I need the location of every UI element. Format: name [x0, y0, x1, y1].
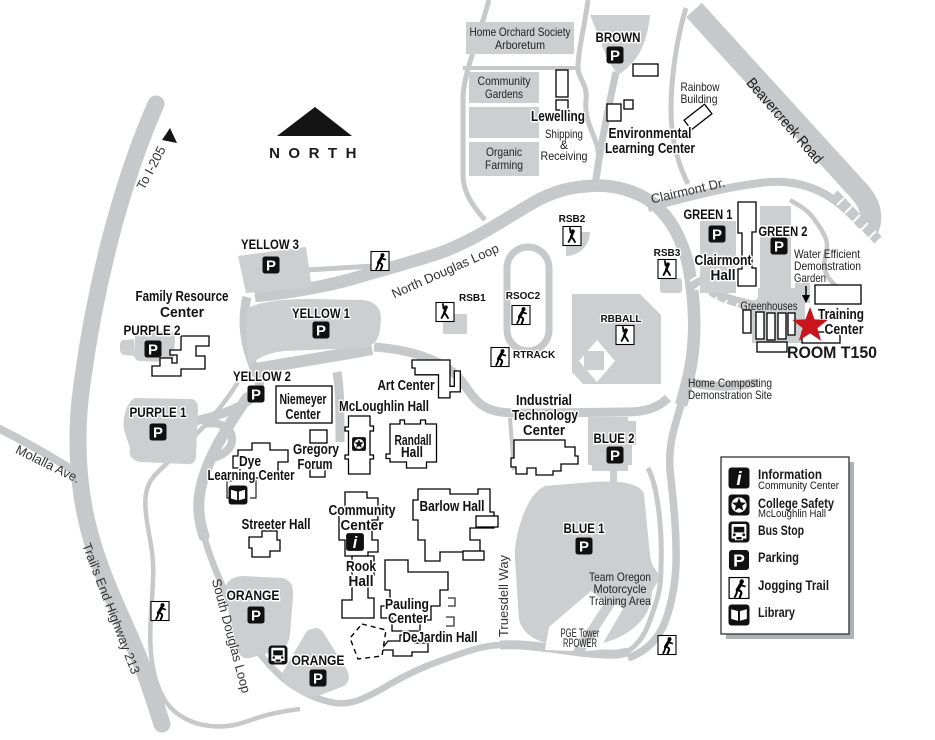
svg-text:Forum: Forum	[298, 457, 333, 473]
svg-text:Community: Community	[329, 503, 396, 519]
svg-text:ROOM T150: ROOM T150	[787, 343, 877, 362]
svg-text:Center: Center	[825, 322, 864, 338]
svg-text:RSOC2: RSOC2	[506, 291, 541, 302]
svg-text:ORANGE: ORANGE	[227, 588, 280, 603]
svg-text:ORANGE: ORANGE	[292, 653, 345, 668]
svg-text:BROWN: BROWN	[596, 30, 641, 45]
svg-text:BLUE 2: BLUE 2	[594, 431, 635, 446]
svg-text:Arboretum: Arboretum	[495, 38, 545, 52]
svg-text:BLUE 1: BLUE 1	[564, 521, 605, 536]
svg-text:RSB2: RSB2	[559, 214, 586, 225]
svg-text:PGE Tower: PGE Tower	[561, 626, 600, 640]
svg-text:PURPLE 2: PURPLE 2	[124, 323, 181, 338]
svg-text:GREEN 2: GREEN 2	[759, 224, 808, 239]
svg-text:Home Composting: Home Composting	[688, 376, 772, 390]
svg-text:Receiving: Receiving	[541, 149, 588, 163]
svg-text:Learning Center: Learning Center	[208, 468, 295, 484]
svg-text:RSB3: RSB3	[654, 248, 681, 259]
svg-text:Center: Center	[523, 423, 565, 439]
svg-text:Home Orchard Society: Home Orchard Society	[470, 25, 571, 39]
svg-text:McLoughlin Hall: McLoughlin Hall	[339, 399, 429, 415]
svg-text:Information: Information	[758, 467, 822, 482]
svg-text:Demonstration: Demonstration	[794, 259, 861, 273]
svg-text:Library: Library	[758, 605, 795, 620]
svg-text:Training: Training	[818, 307, 864, 323]
svg-text:Dye: Dye	[239, 454, 261, 470]
svg-text:RBBALL: RBBALL	[600, 314, 641, 325]
svg-text:Art Center: Art Center	[378, 378, 435, 394]
svg-text:Gregory: Gregory	[293, 442, 339, 458]
svg-text:Center: Center	[388, 611, 428, 627]
svg-text:Shipping: Shipping	[545, 127, 583, 141]
svg-text:Truesdell Way: Truesdell Way	[496, 554, 511, 637]
svg-text:Community Center: Community Center	[758, 480, 839, 492]
svg-text:Center: Center	[341, 518, 384, 534]
svg-text:Rainbow: Rainbow	[681, 80, 720, 94]
svg-text:Hall: Hall	[401, 445, 423, 461]
svg-text:Pauling: Pauling	[385, 597, 429, 613]
svg-text:Industrial: Industrial	[516, 393, 572, 409]
svg-text:Hall: Hall	[711, 268, 736, 284]
svg-text:Demonstration Site: Demonstration Site	[688, 388, 772, 402]
svg-text:Clairmont: Clairmont	[695, 253, 752, 269]
svg-text:Randall: Randall	[395, 433, 432, 449]
svg-text:Organic: Organic	[486, 145, 522, 159]
svg-text:Bus Stop: Bus Stop	[758, 523, 804, 538]
svg-text:Farming: Farming	[485, 158, 523, 172]
svg-text:Greenhouses: Greenhouses	[741, 299, 798, 313]
svg-text:Jogging Trail: Jogging Trail	[758, 578, 829, 593]
svg-text:Niemeyer: Niemeyer	[280, 392, 327, 408]
svg-text:YELLOW 2: YELLOW 2	[233, 369, 291, 384]
svg-text:RPOWER: RPOWER	[563, 636, 597, 650]
svg-text:College Safety: College Safety	[758, 496, 834, 511]
svg-text:PURPLE 1: PURPLE 1	[130, 405, 187, 420]
svg-text:Rook: Rook	[346, 559, 377, 575]
svg-text:Family Resource: Family Resource	[136, 289, 229, 305]
svg-text:Streeter Hall: Streeter Hall	[242, 517, 311, 533]
svg-text:Learning Center: Learning Center	[605, 141, 695, 157]
svg-text:Training Area: Training Area	[589, 594, 651, 608]
svg-text:RSB1: RSB1	[459, 293, 486, 304]
svg-text:Building: Building	[681, 92, 718, 106]
svg-text:Water Efficient: Water Efficient	[794, 247, 861, 261]
svg-text:Technology: Technology	[512, 408, 578, 424]
svg-text:YELLOW 1: YELLOW 1	[292, 306, 350, 321]
svg-text:Environmental: Environmental	[609, 126, 692, 142]
svg-text:Hall: Hall	[349, 574, 374, 590]
svg-text:Lewelling: Lewelling	[531, 109, 585, 125]
svg-text:Barlow Hall: Barlow Hall	[420, 499, 485, 515]
svg-text:RTRACK: RTRACK	[513, 350, 556, 361]
svg-text:GREEN 1: GREEN 1	[684, 207, 733, 222]
svg-text:Parking: Parking	[758, 550, 799, 565]
svg-text:Center: Center	[160, 305, 204, 321]
svg-text:&: &	[560, 138, 568, 152]
svg-text:McLoughlin Hall: McLoughlin Hall	[758, 508, 826, 520]
svg-text:Team Oregon: Team Oregon	[589, 570, 651, 584]
svg-text:Gardens: Gardens	[485, 87, 523, 101]
svg-text:YELLOW 3: YELLOW 3	[241, 237, 299, 252]
svg-text:Garden: Garden	[794, 271, 826, 285]
svg-text:DeJardin Hall: DeJardin Hall	[403, 630, 478, 646]
svg-text:NORTH: NORTH	[269, 145, 365, 162]
svg-text:Motorcycle: Motorcycle	[594, 582, 647, 596]
svg-text:Community: Community	[478, 74, 531, 88]
svg-text:Center: Center	[286, 407, 321, 423]
